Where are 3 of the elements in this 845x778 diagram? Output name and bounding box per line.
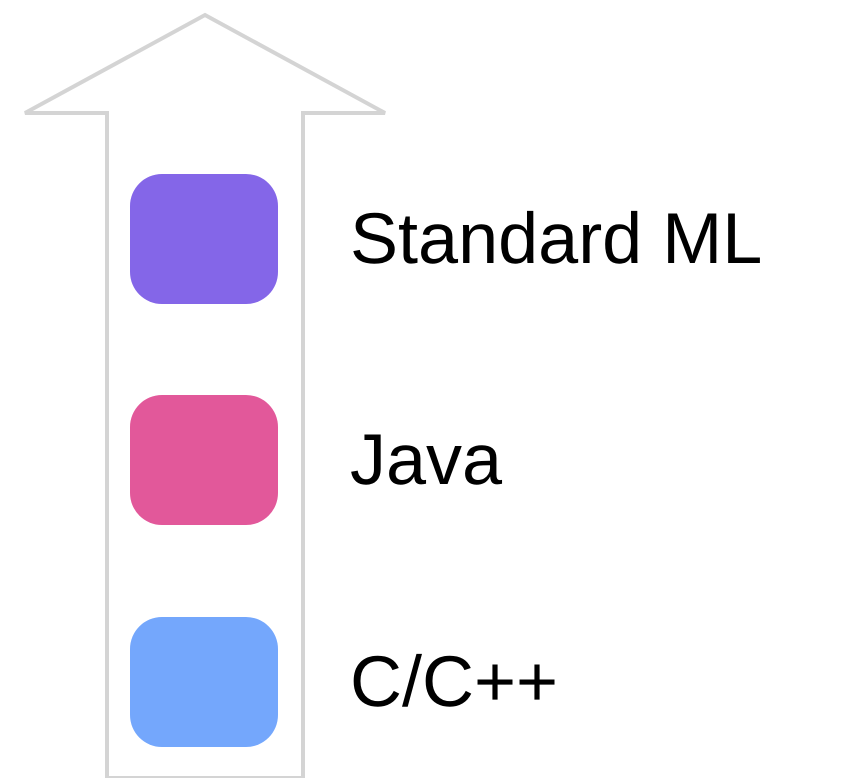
legend-label: Java <box>350 420 502 500</box>
legend-label: Standard ML <box>350 199 762 279</box>
legend-label: C/C++ <box>350 642 558 722</box>
